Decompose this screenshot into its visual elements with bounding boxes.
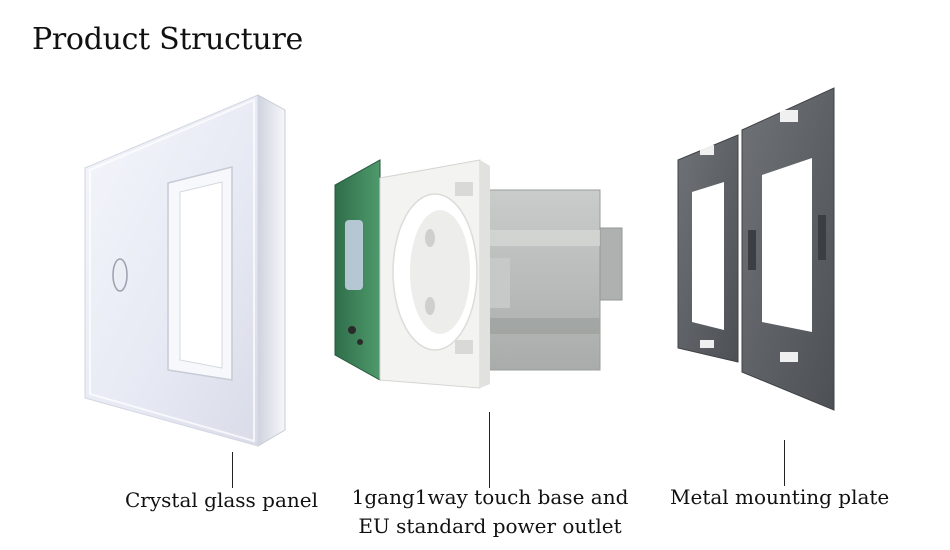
touch-base-label-line1: 1gang1way touch base and — [351, 485, 629, 509]
touch-circle-icon — [112, 258, 128, 292]
glass-panel-label: Crystal glass panel — [125, 488, 318, 512]
touch-base-leader-line — [489, 412, 490, 488]
metal-mounting-plate-graphic — [677, 87, 835, 411]
mounting-plate-label: Metal mounting plate — [670, 485, 890, 509]
touch-base-label: 1gang1way touch base and EU standard pow… — [340, 483, 640, 541]
mounting-plate-leader-line — [784, 440, 785, 486]
touch-base-outlet-graphic — [334, 159, 623, 389]
crystal-glass-panel-graphic — [84, 94, 286, 447]
page-title: Product Structure — [32, 22, 303, 57]
glass-panel-leader-line — [232, 452, 233, 488]
touch-base-label-line2: EU standard power outlet — [358, 514, 622, 538]
